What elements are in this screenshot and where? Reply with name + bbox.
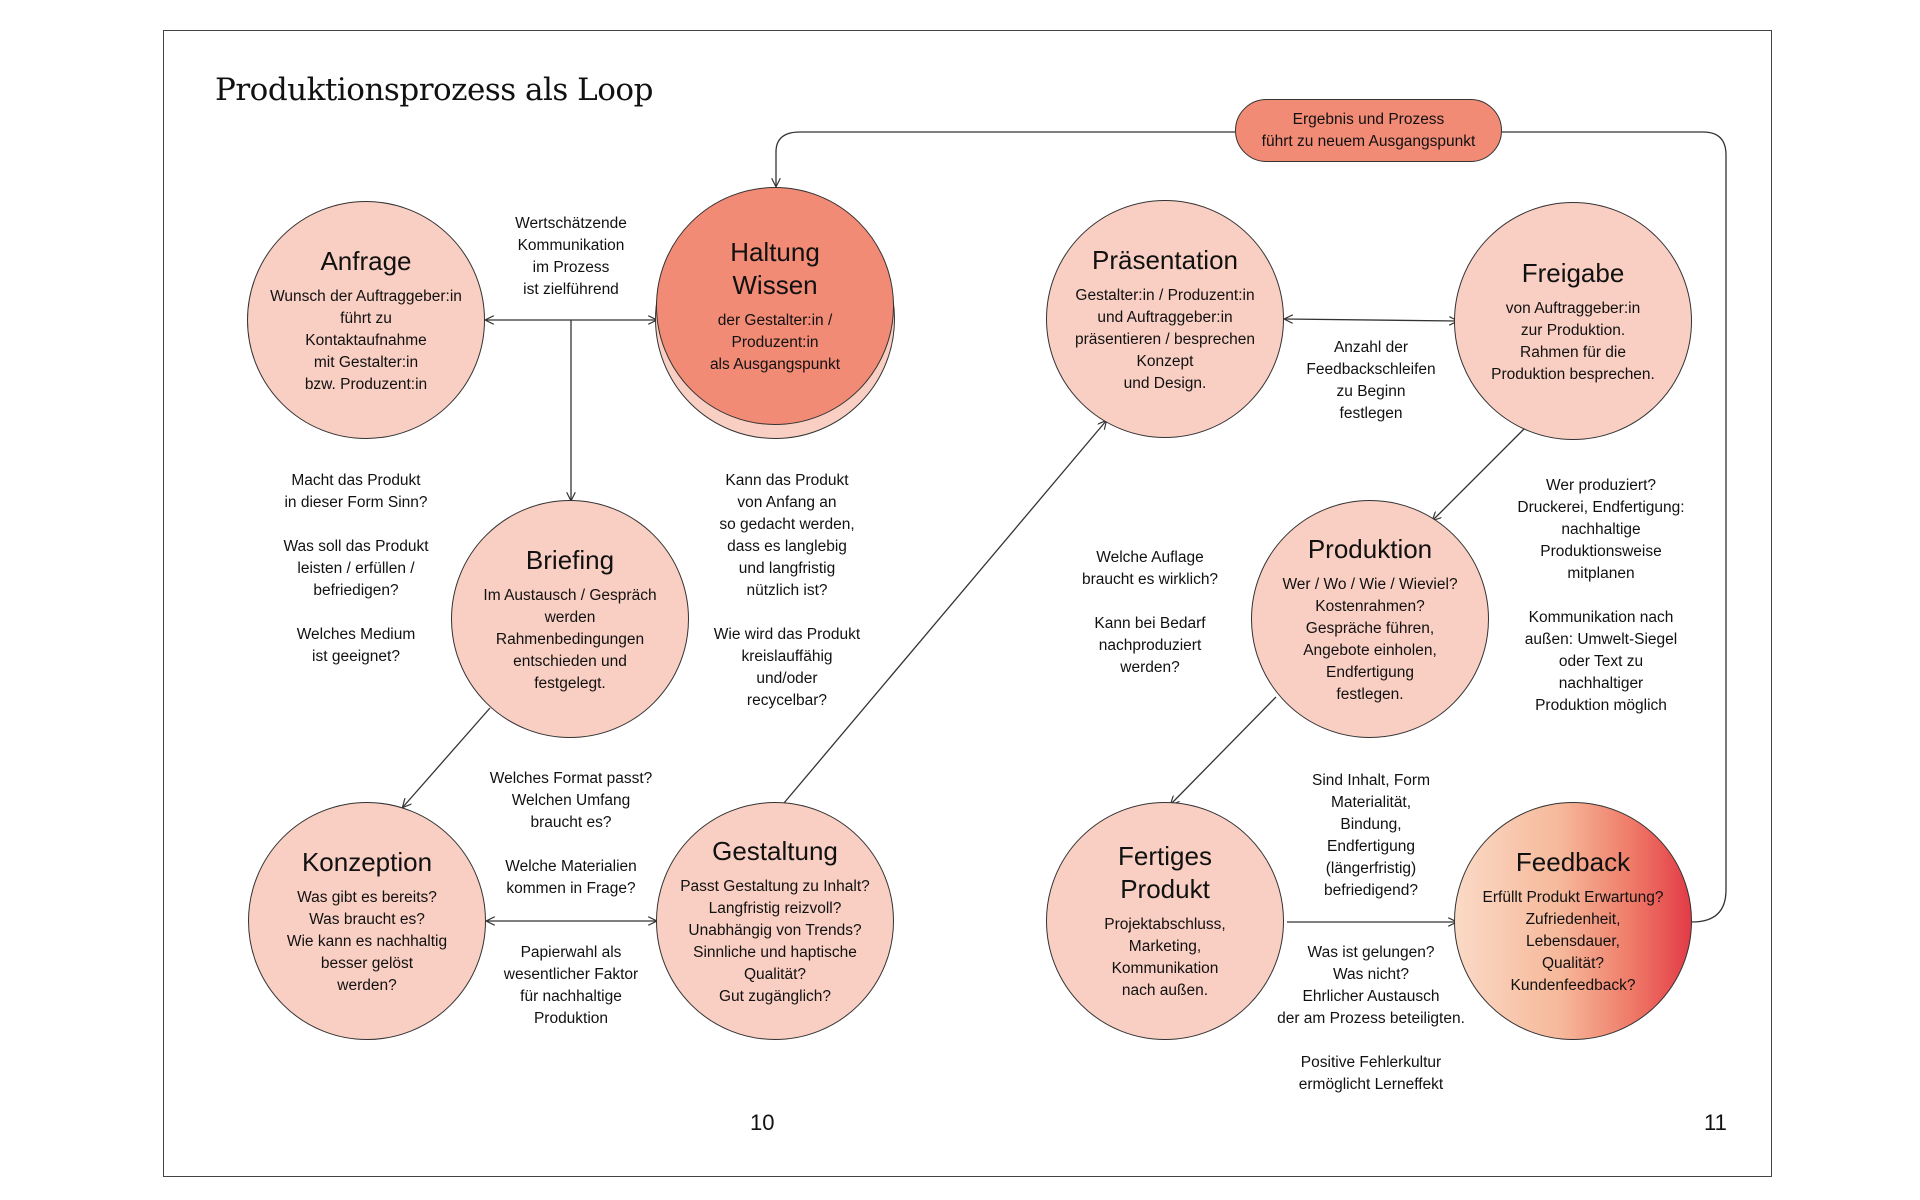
note-produziert: Wer produziert? Druckerei, Endfertigung:… bbox=[1517, 477, 1685, 714]
node-title: Präsentation bbox=[1092, 244, 1238, 275]
link-praesentation-freigabe bbox=[1285, 319, 1457, 321]
node-body: Erfüllt Produkt Erwartung? Zufriedenheit… bbox=[1482, 888, 1664, 994]
link-gestaltung-praesentation bbox=[783, 421, 1106, 804]
loop-return-path bbox=[1502, 131, 1727, 923]
node-body: von Auftraggeber:in zur Produktion. Rahm… bbox=[1491, 299, 1655, 383]
page-number-right: 11 bbox=[1704, 1110, 1727, 1135]
note-feedbackschleifen: Anzahl der Feedbackschleifen zu Beginn f… bbox=[1306, 339, 1436, 422]
node-body: Projektabschluss, Marketing, Kommunikati… bbox=[1104, 916, 1226, 999]
node-haltung: Haltung Wissen der Gestalter:in / Produz… bbox=[656, 187, 894, 425]
node-body: Wunsch der Auftraggeber:in führt zu Kont… bbox=[270, 287, 462, 393]
node-body: Passt Gestaltung zu Inhalt? Langfristig … bbox=[680, 877, 870, 1005]
node-gestaltung: Gestaltung Passt Gestaltung zu Inhalt? L… bbox=[656, 802, 894, 1040]
node-title: Feedback bbox=[1515, 846, 1631, 877]
node-body: Gestalter:in / Produzent:in und Auftragg… bbox=[1074, 286, 1256, 392]
node-fertiges-produkt: Fertiges Produkt Projektabschluss, Marke… bbox=[1046, 802, 1284, 1040]
node-body: Was gibt es bereits? Was braucht es? Wie… bbox=[286, 888, 448, 994]
node-title: Fertiges Produkt bbox=[1118, 841, 1212, 904]
node-konzeption: Konzeption Was gibt es bereits? Was brau… bbox=[248, 802, 486, 1040]
note-inhalt: Sind Inhalt, Form Materialität, Bindung,… bbox=[1311, 772, 1431, 899]
node-praesentation: Präsentation Gestalter:in / Produzent:in… bbox=[1046, 200, 1284, 438]
note-anfang: Kann das Produkt von Anfang an so gedach… bbox=[713, 472, 861, 709]
node-produktion: Produktion Wer / Wo / Wie / Wieviel? Kos… bbox=[1251, 500, 1489, 738]
node-anfrage: Anfrage Wunsch der Auftraggeber:in führt… bbox=[247, 201, 485, 439]
node-title: Freigabe bbox=[1521, 257, 1625, 288]
node-briefing: Briefing Im Austausch / Gespräch werden … bbox=[451, 500, 689, 738]
page-number-left: 10 bbox=[750, 1110, 775, 1135]
node-title: Haltung Wissen bbox=[730, 237, 820, 300]
link-briefing-konzeption bbox=[403, 707, 491, 807]
link-produktion-fertiges bbox=[1171, 696, 1277, 804]
note-auflage: Welche Auflage braucht es wirklich? Kann… bbox=[1081, 549, 1219, 676]
loop-to-haltung-path bbox=[776, 131, 1235, 186]
node-title: Anfrage bbox=[320, 245, 412, 276]
node-title: Gestaltung bbox=[712, 835, 838, 866]
loop-label-pill: Ergebnis und Prozess führt zu neuem Ausg… bbox=[1235, 99, 1502, 162]
node-body: Wer / Wo / Wie / Wieviel? Kostenrahmen? … bbox=[1282, 575, 1458, 703]
note-gelungen: Was ist gelungen? Was nicht? Ehrlicher A… bbox=[1277, 944, 1465, 1093]
note-kommunikation: Wertschätzende Kommunikation im Prozess … bbox=[515, 215, 627, 298]
link-freigabe-produktion bbox=[1433, 428, 1525, 520]
note-papierwahl: Papierwahl als wesentlicher Faktor für n… bbox=[503, 944, 639, 1027]
page-frame bbox=[163, 30, 1772, 1177]
note-format: Welches Format passt? Welchen Umfang bra… bbox=[489, 770, 653, 897]
node-body: Im Austausch / Gespräch werden Rahmenbed… bbox=[483, 586, 657, 692]
node-freigabe: Freigabe von Auftraggeber:in zur Produkt… bbox=[1454, 202, 1692, 440]
node-feedback: Feedback Erfüllt Produkt Erwartung? Zufr… bbox=[1454, 802, 1692, 1040]
node-body: der Gestalter:in / Produzent:in als Ausg… bbox=[709, 312, 841, 373]
node-title: Konzeption bbox=[301, 846, 433, 877]
page-title: Produktionsprozess als Loop bbox=[215, 72, 653, 108]
note-sinn: Macht das Produkt in dieser Form Sinn? W… bbox=[283, 472, 429, 665]
node-title: Briefing bbox=[525, 544, 615, 575]
node-title: Produktion bbox=[1307, 533, 1433, 564]
